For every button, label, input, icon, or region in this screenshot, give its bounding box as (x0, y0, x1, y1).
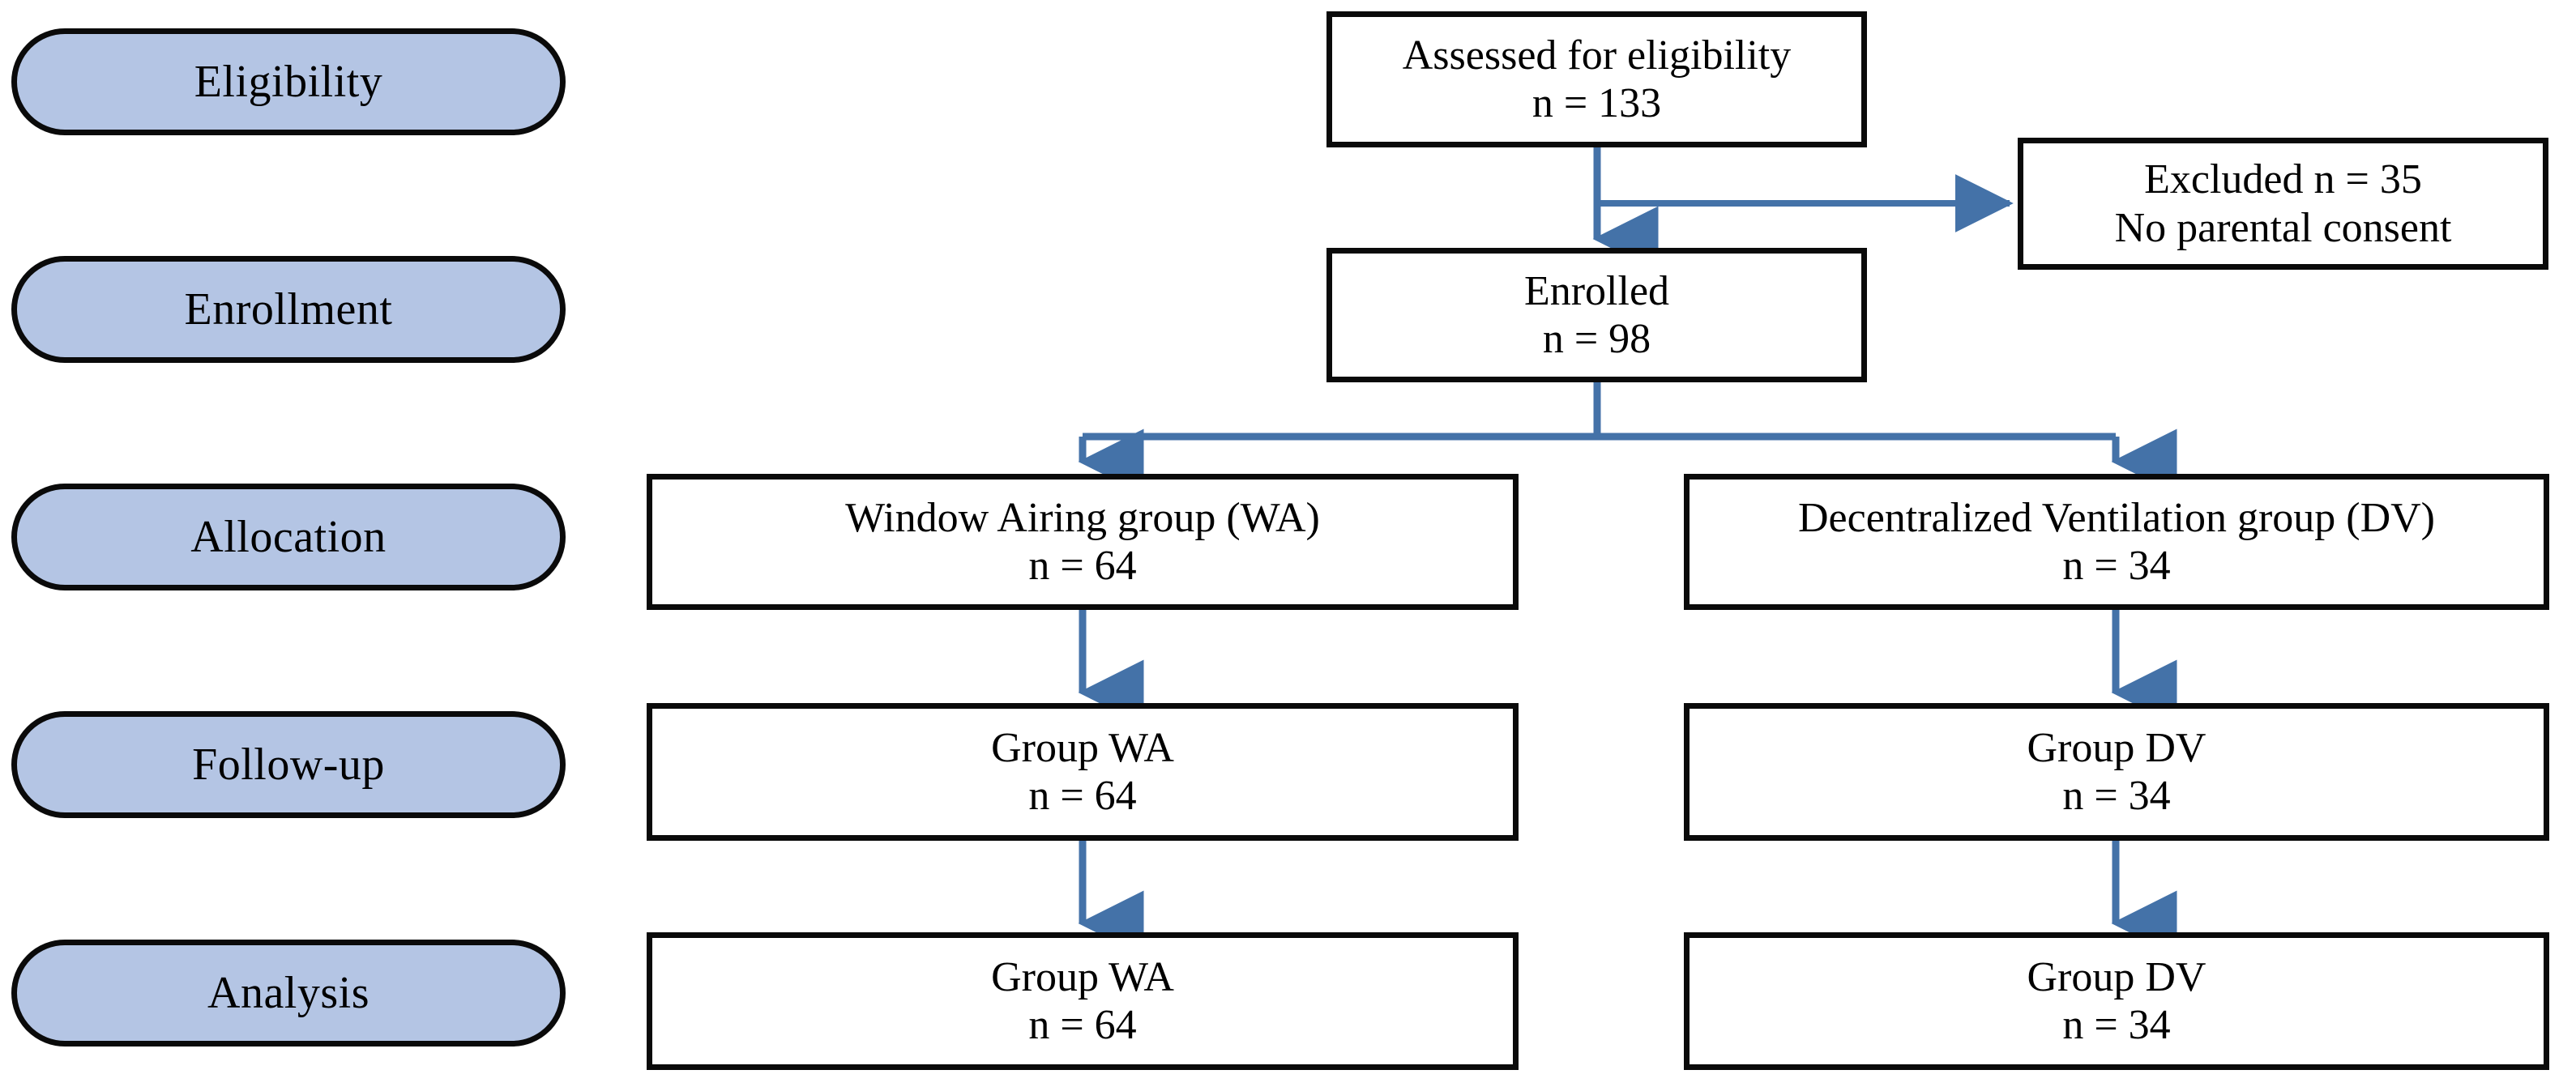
node-allocation-wa-line2: n = 64 (1028, 543, 1137, 589)
stage-pill-followup: Follow-up (11, 711, 566, 818)
stage-label-allocation: Allocation (190, 511, 387, 562)
node-analysis-dv: Group DV n = 34 (1684, 932, 2549, 1070)
node-allocation-dv-line2: n = 34 (2062, 543, 2171, 589)
node-analysis-wa: Group WA n = 64 (647, 932, 1519, 1070)
node-analysis-dv-line1: Group DV (2027, 953, 2206, 1000)
node-allocation-wa-line1: Window Airing group (WA) (845, 494, 1320, 541)
node-analysis-wa-line2: n = 64 (1028, 1002, 1137, 1048)
stage-pill-analysis: Analysis (11, 940, 566, 1047)
node-allocation-wa: Window Airing group (WA) n = 64 (647, 474, 1519, 610)
node-analysis-dv-line2: n = 34 (2062, 1002, 2171, 1048)
node-excluded: Excluded n = 35 No parental consent (2018, 138, 2548, 270)
stage-label-analysis: Analysis (207, 967, 370, 1018)
stage-pill-enrollment: Enrollment (11, 256, 566, 363)
node-allocation-dv-line1: Decentralized Ventilation group (DV) (1798, 494, 2435, 541)
node-excluded-line2: No parental consent (2114, 204, 2452, 251)
node-assessed-for-eligibility: Assessed for eligibility n = 133 (1326, 11, 1867, 147)
node-enrolled: Enrolled n = 98 (1326, 248, 1867, 382)
stage-pill-allocation: Allocation (11, 484, 566, 590)
node-followup-dv-line2: n = 34 (2062, 773, 2171, 819)
node-assessed-line2: n = 133 (1532, 80, 1662, 126)
node-excluded-line1: Excluded n = 35 (2144, 156, 2422, 203)
node-analysis-wa-line1: Group WA (991, 953, 1174, 1000)
node-followup-wa-line2: n = 64 (1028, 773, 1137, 819)
node-followup-wa: Group WA n = 64 (647, 703, 1519, 841)
node-enrolled-line1: Enrolled (1523, 267, 1670, 314)
node-followup-dv-line1: Group DV (2027, 724, 2206, 771)
node-allocation-dv: Decentralized Ventilation group (DV) n =… (1684, 474, 2549, 610)
node-followup-wa-line1: Group WA (991, 724, 1174, 771)
node-enrolled-line2: n = 98 (1542, 316, 1651, 362)
stage-label-followup: Follow-up (192, 739, 385, 790)
stage-pill-eligibility: Eligibility (11, 28, 566, 135)
node-assessed-line1: Assessed for eligibility (1402, 32, 1792, 79)
connector-enrolled-split-bus (1083, 381, 2116, 441)
stage-label-eligibility: Eligibility (194, 56, 383, 107)
node-followup-dv: Group DV n = 34 (1684, 703, 2549, 841)
stage-label-enrollment: Enrollment (184, 283, 393, 335)
